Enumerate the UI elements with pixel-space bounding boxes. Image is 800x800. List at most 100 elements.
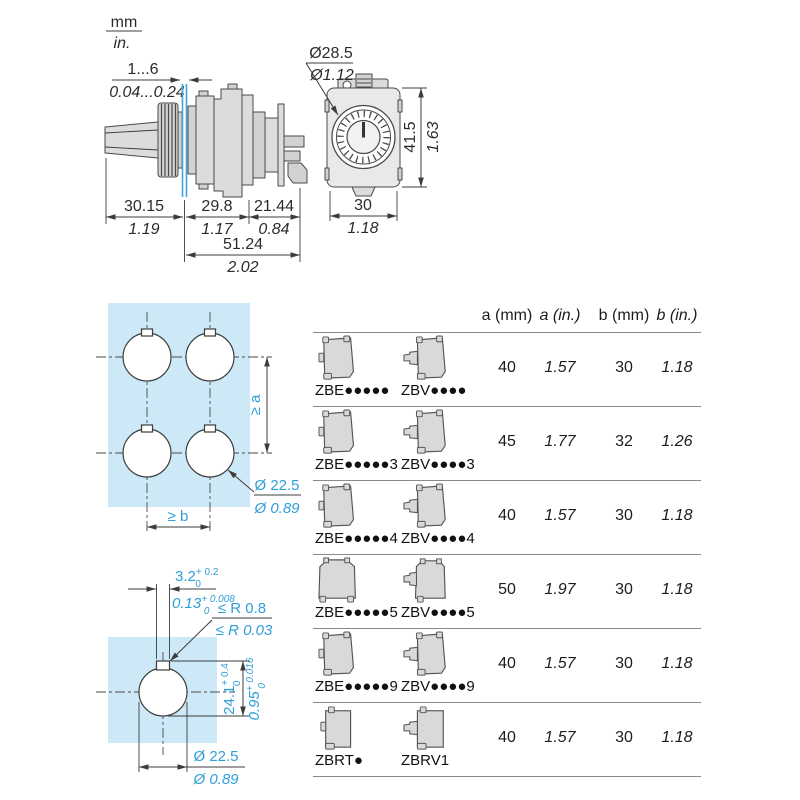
value-a-in: 1.57: [544, 655, 576, 672]
mounting-hole: [138, 667, 188, 717]
front-view-drawing: Ø28.5 Ø1.12 41.5 1.63 30 1.18: [305, 45, 442, 237]
dim-hole-diameter-mm: Ø 22.5: [193, 748, 238, 765]
table-row: ZBE●●●●●9 ZBV●●●●9 40 1.57 30 1.18: [313, 628, 701, 703]
part-reference: ZBV●●●●4: [401, 530, 475, 547]
value-a-mm: 50: [498, 581, 516, 598]
part-reference: ZBE●●●●●9: [315, 678, 398, 695]
zbv-contact-block-icon: [403, 335, 446, 380]
zbe-contact-block-icon: [318, 557, 356, 603]
zbrt-contact-block-icon: [320, 706, 352, 750]
value-b-in: 1.18: [661, 581, 693, 598]
dim-vertical-spacing: ≥ a: [247, 394, 264, 415]
units-in-label: in.: [114, 35, 131, 52]
zbe-contact-block-icon: [318, 631, 355, 676]
value-b-mm: 30: [615, 581, 633, 598]
panel-area: [108, 303, 250, 507]
value-a-in: 1.57: [544, 507, 576, 524]
part-reference: ZBRV1: [401, 752, 450, 769]
col-header-b-mm: b (mm): [598, 307, 650, 324]
mounting-hole: [122, 332, 172, 382]
value-b-mm: 30: [615, 655, 633, 672]
value-a-mm: 40: [498, 359, 516, 376]
value-a-mm: 40: [498, 655, 516, 672]
dim-horizontal-spacing: ≥ b: [168, 508, 189, 525]
multi-hole-cutout-drawing: ≥ a ≥ b Ø 22.5 Ø 0.89: [96, 303, 301, 533]
dim-bezel-diameter-in: Ø1.12: [309, 67, 354, 84]
dial-tick-marks: [337, 110, 390, 164]
zbe-contact-block-icon: [318, 335, 355, 380]
col-header-a-mm: a (mm): [481, 307, 533, 324]
zbv-contact-block-icon: [403, 631, 446, 676]
dim-hole-diameter-in: Ø 0.89: [192, 771, 239, 788]
value-b-in: 1.18: [661, 359, 693, 376]
dim-width-in: 1.18: [347, 220, 378, 237]
table-row: ZBE●●●●●4 ZBV●●●●4 40 1.57 30 1.18: [313, 480, 701, 555]
dim-width-mm: 30: [354, 197, 372, 214]
anti-rotation-notch: [155, 660, 171, 671]
mounting-hole: [185, 332, 235, 382]
value-a-in: 1.97: [544, 581, 576, 598]
part-reference: ZBRT●: [315, 752, 363, 769]
part-reference: ZBE●●●●●4: [315, 530, 398, 547]
units-legend: mm in.: [106, 14, 142, 52]
value-b-in: 1.18: [661, 655, 693, 672]
side-view-drawing: 1...6 0.04...0.24: [104, 61, 308, 276]
dim-notch-depth-mm: 24.1+ 0.40: [220, 663, 243, 715]
selector-head-side-profile: [104, 83, 308, 198]
value-b-mm: 30: [615, 729, 633, 746]
dim-height-mm: 41.5: [402, 121, 419, 152]
table-row: ZBE●●●●● ZBV●●●● 40 1.57 30 1.18: [313, 332, 701, 407]
part-reference: ZBE●●●●●3: [315, 456, 398, 473]
col-header-b-in: b (in.): [656, 307, 698, 324]
value-b-in: 1.18: [661, 729, 693, 746]
dim-hole-diameter-in: Ø 0.89: [253, 500, 300, 517]
value-b-in: 1.18: [661, 507, 693, 524]
part-reference: ZBV●●●●9: [401, 678, 475, 695]
value-a-mm: 40: [498, 729, 516, 746]
value-a-in: 1.57: [544, 729, 576, 746]
value-b-in: 1.26: [661, 433, 693, 450]
zbe-contact-block-icon: [318, 483, 355, 528]
dim-notch-depth-in: 0.95+ 0.0160: [245, 657, 268, 720]
table-row: ZBRT● ZBRV1 40 1.57 30 1.18: [313, 702, 701, 777]
dim-mid-depth-in: 1.17: [201, 221, 233, 238]
col-header-a-in: a (in.): [539, 307, 581, 324]
value-a-in: 1.57: [544, 359, 576, 376]
part-reference: ZBV●●●●: [401, 382, 467, 399]
contact-block-dimension-table: a (mm) a (in.) b (mm) b (in.) ZBE●●●●● Z…: [313, 299, 701, 778]
value-a-mm: 40: [498, 507, 516, 524]
zbv-contact-block-icon: [403, 483, 446, 528]
zbv-contact-block-icon: [403, 409, 446, 454]
value-b-mm: 30: [615, 359, 633, 376]
value-a-in: 1.77: [544, 433, 576, 450]
part-reference: ZBE●●●●●: [315, 382, 390, 399]
dim-front-depth-in: 1.19: [128, 221, 159, 238]
dim-bezel-diameter-mm: Ø28.5: [309, 45, 353, 62]
dim-behind-panel-in: 2.02: [226, 259, 258, 276]
units-mm-label: mm: [111, 14, 138, 31]
dim-panel-thickness-mm: 1...6: [127, 61, 158, 78]
dim-rear-depth-mm: 21.44: [254, 198, 294, 215]
mounting-hole: [122, 428, 172, 478]
dim-behind-panel-mm: 51.24: [223, 236, 263, 253]
dim-height-in: 1.63: [425, 121, 442, 152]
value-b-mm: 30: [615, 507, 633, 524]
part-reference: ZBV●●●●5: [401, 604, 475, 621]
table-row: ZBE●●●●●3 ZBV●●●●3 45 1.77 32 1.26: [313, 406, 701, 481]
dim-panel-thickness-in: 0.04...0.24: [109, 84, 185, 101]
dim-hole-diameter-mm: Ø 22.5: [254, 477, 299, 494]
mounting-hole: [185, 428, 235, 478]
zbrv-contact-block-icon: [403, 706, 444, 750]
value-b-mm: 32: [615, 433, 633, 450]
zbv-contact-block-icon: [403, 558, 446, 603]
dim-corner-radius-mm: ≤ R 0.8: [218, 600, 266, 617]
zbe-contact-block-icon: [318, 409, 355, 454]
dim-mid-depth-mm: 29.8: [201, 198, 232, 215]
dim-rear-depth-in: 0.84: [258, 221, 289, 238]
table-header-row: a (mm) a (in.) b (mm) b (in.): [313, 299, 701, 333]
